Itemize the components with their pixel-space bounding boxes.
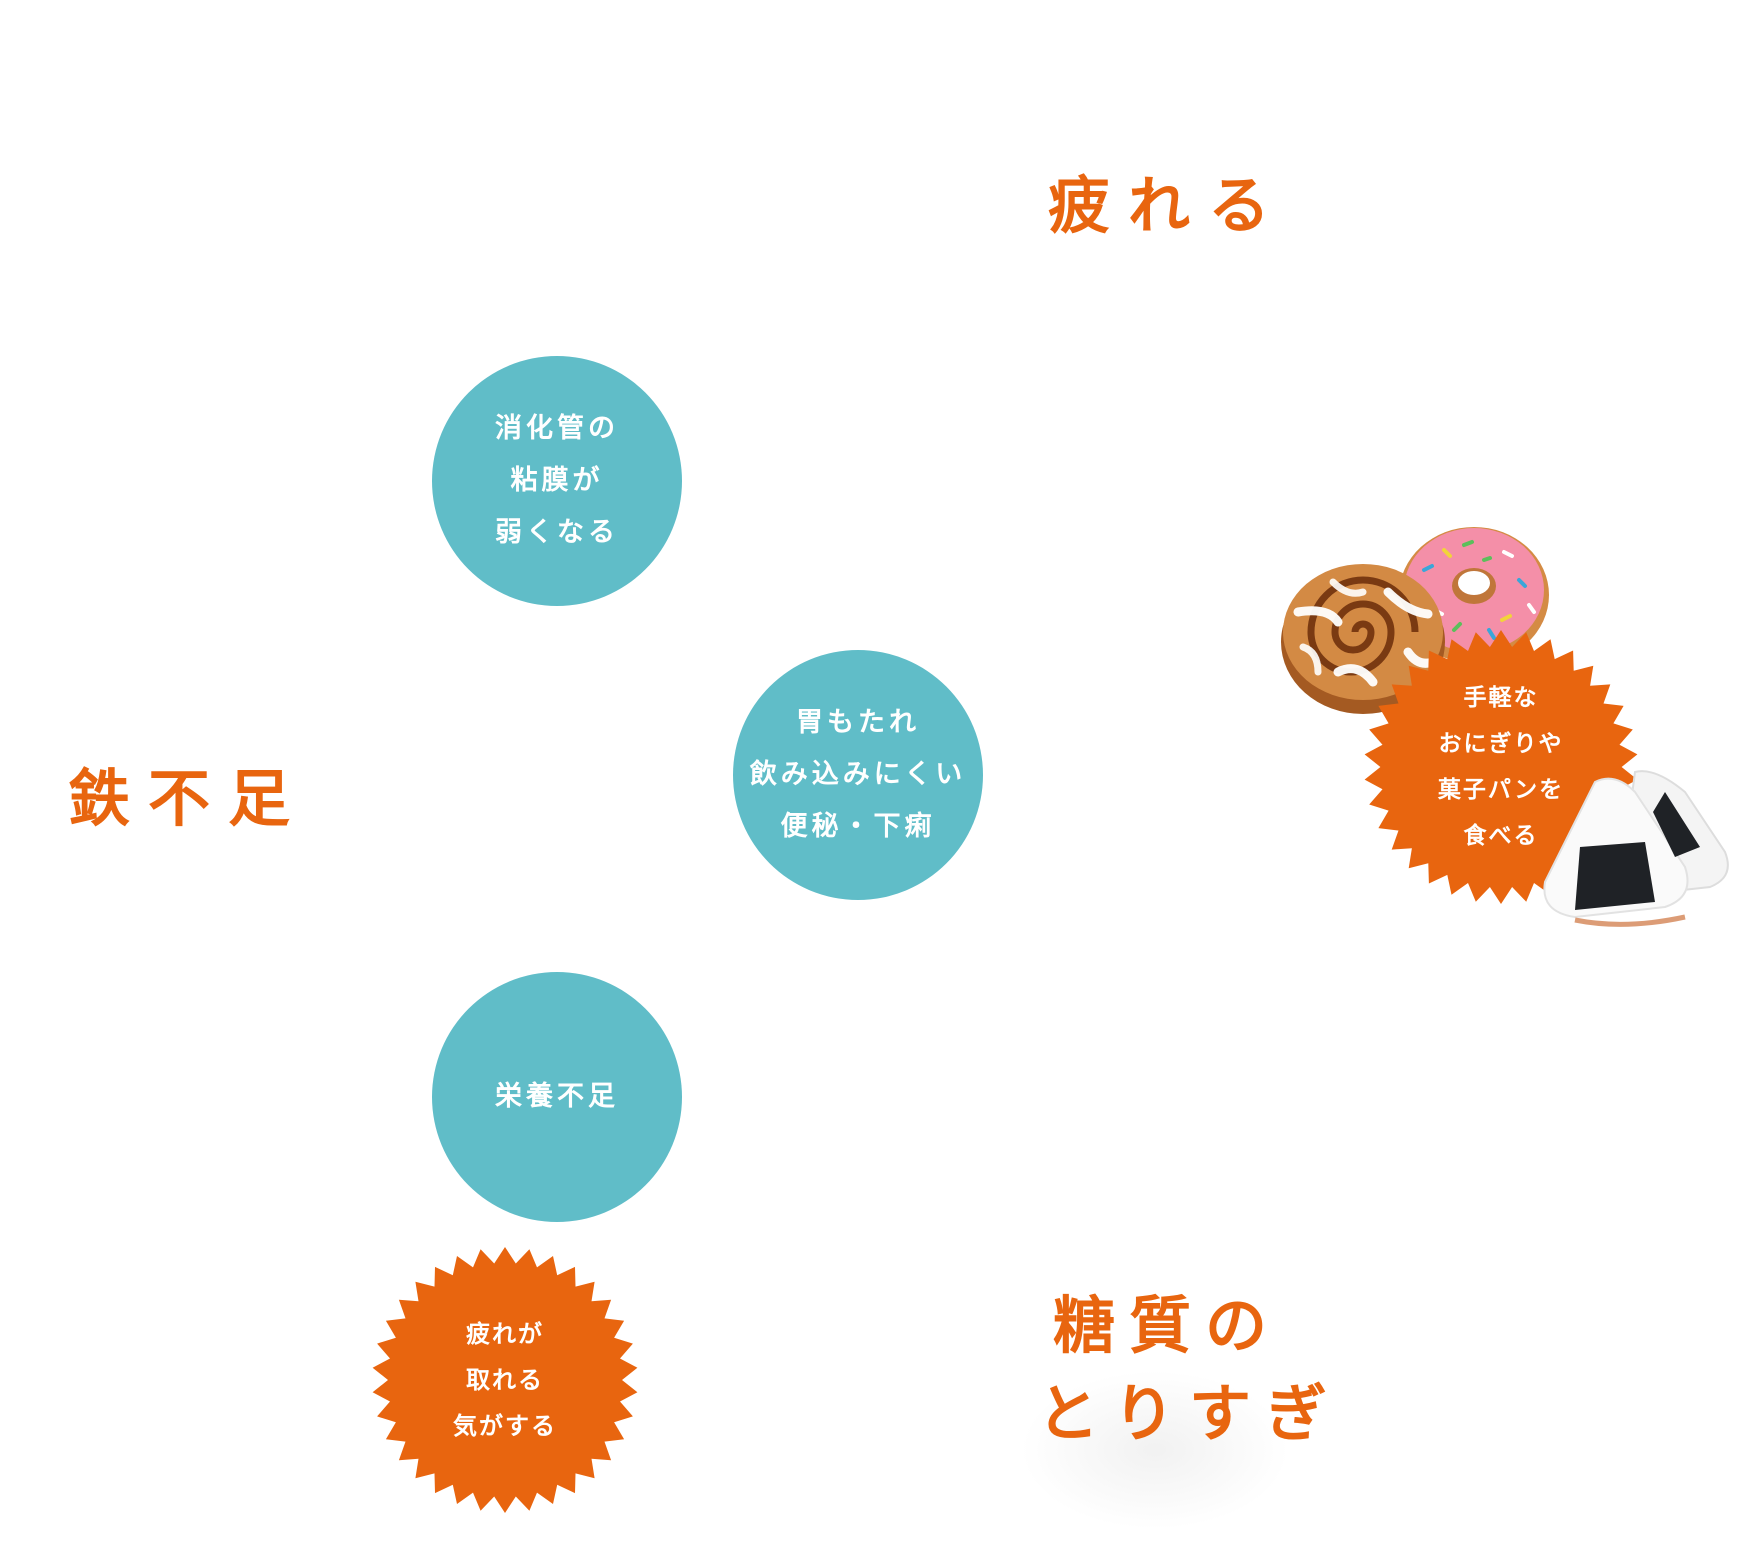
- label-tetsubusoku: 鉄不足: [68, 762, 309, 835]
- circle-text-line: 弱くなる: [495, 517, 619, 548]
- burst-text-line: 気がする: [453, 1412, 557, 1440]
- soft-glow-decoration: [1020, 1370, 1290, 1530]
- circle-text-line: 胃もたれ: [796, 707, 920, 738]
- label-toushitsu-line2: とりすぎ: [1037, 1377, 1342, 1450]
- circle-digestive-symptoms: 胃もたれ 飲み込みにくい 便秘・下痢: [733, 650, 983, 900]
- label-toushitsu-line1: 糖質の: [1053, 1289, 1282, 1362]
- circle-mucosa-weakens: 消化管の 粘膜が 弱くなる: [432, 356, 682, 606]
- burst-text-line: 食べる: [1463, 823, 1539, 849]
- circle-malnutrition: 栄養不足: [432, 972, 682, 1222]
- burst-text-line: 取れる: [466, 1366, 544, 1394]
- circle-text-line: 栄養不足: [495, 1081, 619, 1112]
- burst-text-line: 手軽な: [1463, 685, 1539, 711]
- circle-text-line: 粘膜が: [510, 465, 604, 496]
- circle-text-line: 便秘・下痢: [780, 811, 936, 842]
- onigiri-icon: [1543, 770, 1729, 927]
- burst-text-line: 菓子パンを: [1437, 777, 1565, 803]
- burst-feel-refreshed: 疲れが 取れる 気がする: [370, 1245, 640, 1515]
- circle-text-line: 消化管の: [495, 413, 619, 444]
- cinnamon-roll-icon: [1281, 564, 1445, 714]
- label-toushitsu-toritsugi: 糖質の とりすぎ: [1037, 1282, 1341, 1458]
- burst-text-line: 疲れが: [466, 1320, 544, 1348]
- burst-text-line: おにぎりや: [1438, 731, 1564, 757]
- label-tsukareru: 疲れる: [1048, 169, 1289, 242]
- circle-text-line: 飲み込みにくい: [749, 759, 967, 790]
- starburst-icon: [372, 1247, 638, 1513]
